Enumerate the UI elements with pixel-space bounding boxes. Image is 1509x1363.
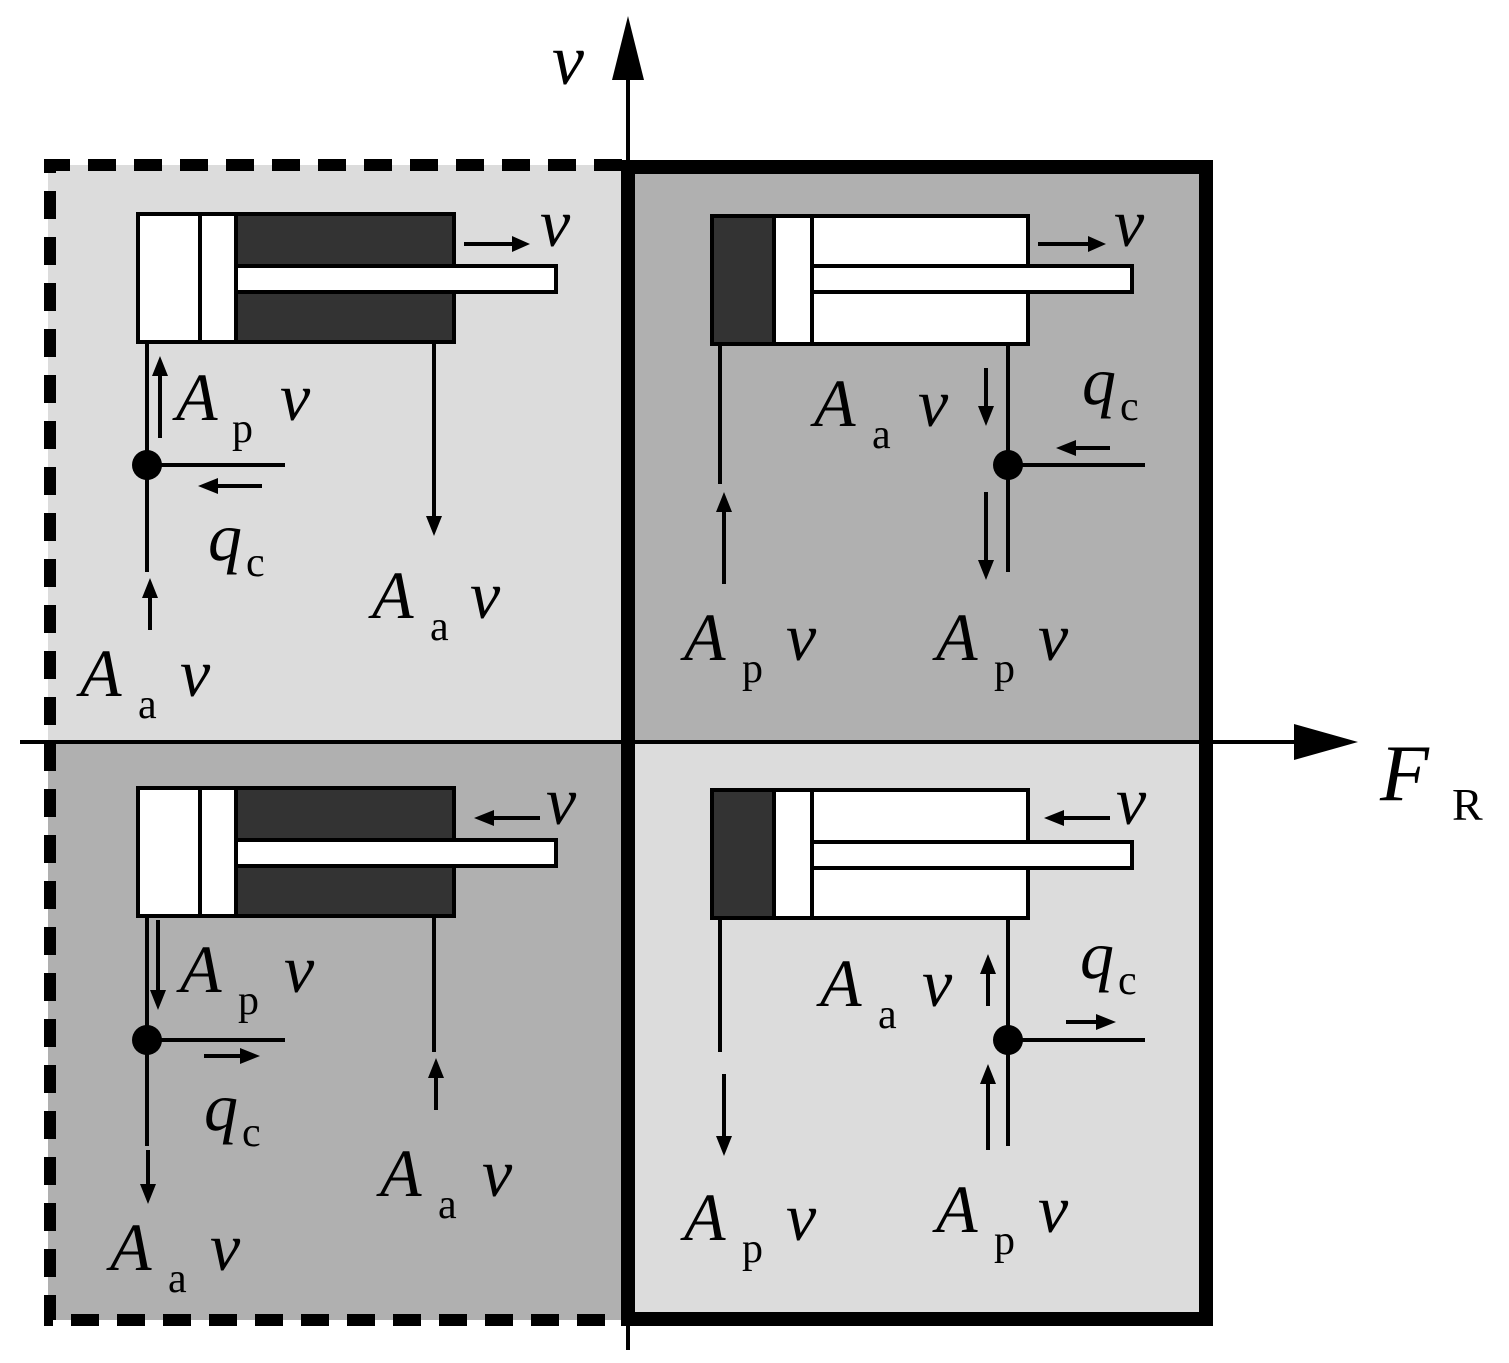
svg-text:A: A: [810, 365, 856, 441]
quadrant-2-velocity: v: [540, 185, 571, 261]
svg-text:A: A: [932, 599, 978, 675]
svg-text:A: A: [106, 1209, 152, 1285]
quadrant-4-label-Apv-right: A p v: [932, 1171, 1069, 1264]
svg-text:p: p: [742, 646, 763, 692]
svg-text:a: a: [878, 992, 897, 1038]
quadrant-1-cylinder: [710, 214, 1134, 346]
quadrant-3-label-Aav-right: A a v: [376, 1135, 513, 1228]
svg-text:A: A: [172, 359, 218, 435]
y-axis-arrowhead: [612, 16, 644, 80]
svg-text:a: a: [138, 682, 157, 728]
svg-text:p: p: [232, 406, 253, 452]
svg-text:v: v: [1038, 1171, 1069, 1247]
svg-text:v: v: [922, 945, 953, 1021]
svg-text:v: v: [918, 365, 949, 441]
quadrant-1-label-Aav: A a v: [810, 365, 949, 458]
quadrant-1-label-Apv-left: A p v: [680, 599, 817, 692]
quadrant-2-label-Aav-right: A a v: [368, 557, 501, 650]
svg-text:a: a: [438, 1182, 457, 1228]
svg-text:c: c: [246, 540, 265, 586]
quadrant-1-velocity: v: [1114, 185, 1145, 261]
svg-text:a: a: [168, 1256, 187, 1302]
svg-text:A: A: [816, 945, 862, 1021]
svg-text:v: v: [210, 1209, 241, 1285]
quadrant-2-label-Aav-bottom: A a v: [76, 635, 211, 728]
quadrant-4-label-qc: q c: [1080, 917, 1137, 1004]
quadrant-4-label-Apv-left: A p v: [680, 1179, 817, 1272]
svg-text:R: R: [1452, 779, 1483, 830]
svg-text:p: p: [994, 1218, 1015, 1264]
svg-text:q: q: [1080, 917, 1114, 993]
svg-text:v: v: [786, 599, 817, 675]
svg-text:v: v: [470, 557, 501, 633]
quadrant-4-junction: [993, 1025, 1023, 1055]
quadrant-2-label-Apv: A p v: [172, 359, 311, 452]
svg-text:v: v: [280, 359, 311, 435]
quadrant-1-flow-lines: [718, 242, 1145, 584]
quadrant-3-cylinder: [136, 786, 558, 918]
svg-text:q: q: [208, 499, 242, 575]
svg-text:A: A: [176, 931, 222, 1007]
y-axis-label: v: [552, 20, 584, 100]
svg-text:c: c: [242, 1110, 261, 1156]
quadrant-3-junction: [132, 1025, 162, 1055]
svg-text:a: a: [872, 412, 891, 458]
svg-text:a: a: [430, 604, 449, 650]
dashed-border: [44, 159, 622, 1326]
quadrant-2-arrowheads: [142, 236, 530, 598]
quadrant-4-velocity: v: [1116, 763, 1147, 839]
svg-text:A: A: [680, 1179, 726, 1255]
quadrant-3-velocity: v: [546, 763, 577, 839]
quadrant-4-flow-lines: [718, 816, 1145, 1150]
svg-text:q: q: [1082, 343, 1116, 419]
x-axis-label: F R: [1379, 730, 1483, 830]
svg-text:v: v: [180, 635, 211, 711]
svg-text:v: v: [786, 1179, 817, 1255]
quadrant-1-label-Apv-right: A p v: [932, 599, 1069, 692]
quadrant-2-junction: [132, 450, 162, 480]
quadrant-2-cylinder: [136, 212, 558, 344]
quadrant-3-label-Aav-bottom: A a v: [106, 1209, 241, 1302]
quadrant-4-arrowheads: [716, 810, 1116, 1156]
svg-text:p: p: [994, 646, 1015, 692]
svg-text:c: c: [1120, 384, 1139, 430]
svg-text:v: v: [284, 931, 315, 1007]
svg-text:v: v: [482, 1135, 513, 1211]
quadrant-2-label-qc: q c: [208, 499, 265, 586]
quadrant-1-label-qc: q c: [1082, 343, 1139, 430]
quadrant-1-arrowheads: [716, 236, 1106, 580]
quadrant-3-label-Apv: A p v: [176, 931, 315, 1024]
svg-text:A: A: [368, 557, 414, 633]
quadrant-4-cylinder: [710, 788, 1134, 920]
quadrant-4-label-Aav: A a v: [816, 945, 953, 1038]
svg-text:p: p: [238, 978, 259, 1024]
svg-text:q: q: [204, 1069, 238, 1145]
svg-text:A: A: [932, 1171, 978, 1247]
quadrant-1-junction: [993, 450, 1023, 480]
svg-text:A: A: [680, 599, 726, 675]
svg-text:c: c: [1118, 958, 1137, 1004]
svg-text:F: F: [1379, 730, 1430, 818]
x-axis-arrowhead: [1294, 724, 1358, 760]
axes: [20, 70, 1300, 1350]
svg-text:p: p: [742, 1226, 763, 1272]
quadrant-3-arrowheads: [140, 810, 494, 1204]
svg-text:A: A: [376, 1135, 422, 1211]
svg-text:A: A: [76, 635, 122, 711]
svg-text:v: v: [1038, 599, 1069, 675]
quadrant-3-label-qc: q c: [204, 1069, 261, 1156]
